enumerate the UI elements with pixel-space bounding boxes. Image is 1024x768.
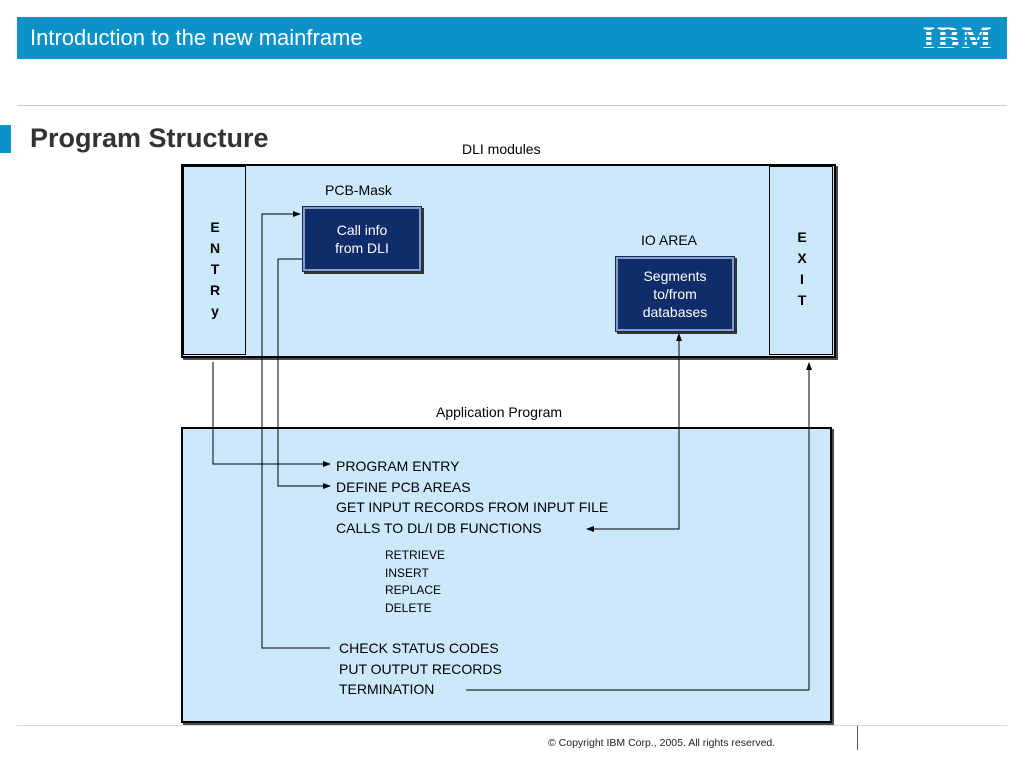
step-termination: TERMINATION — [339, 681, 435, 697]
entry-column: E N T R y — [183, 166, 246, 355]
step-get-input-records: GET INPUT RECORDS FROM INPUT FILE — [336, 499, 609, 515]
entry-letter: R — [209, 282, 221, 298]
bottom-divider — [17, 725, 1007, 726]
step-put-output-records: PUT OUTPUT RECORDS — [339, 660, 502, 677]
pcb-mask-label: PCB-Mask — [325, 182, 392, 198]
exit-letter: X — [797, 250, 807, 266]
page-title: Program Structure — [30, 123, 269, 153]
db-function-replace: REPLACE — [385, 583, 442, 597]
steps-group-1: PROGRAM ENTRY DEFINE PCB AREAS GET INPUT… — [336, 456, 608, 538]
exit-letter: I — [800, 271, 804, 287]
ibm-logo: IBM — [922, 22, 993, 55]
exit-column: E X I T — [769, 166, 833, 355]
segments-box: Segments to/from databases — [616, 257, 734, 331]
db-function-insert: INSERT — [385, 565, 429, 580]
pcb-mask-to-define-pcb-line — [277, 258, 331, 489]
entry-letter: y — [211, 303, 219, 319]
call-info-box: Call info from DLI — [303, 207, 421, 271]
entry-letter: T — [210, 261, 220, 277]
termination-to-exit-line — [466, 362, 812, 691]
calls-to-io-area-line — [586, 334, 680, 532]
copyright-text: © Copyright IBM Corp., 2005. All rights … — [548, 737, 776, 749]
application-program-box — [181, 427, 832, 723]
entry-to-program-entry-line — [212, 362, 331, 467]
check-status-to-call-info-line — [261, 211, 330, 649]
entry-letter: N — [209, 240, 221, 256]
entry-letters: E N T R y — [205, 217, 225, 322]
header-bar: Introduction to the new mainframe IBM — [17, 17, 1007, 59]
entry-letter: E — [210, 219, 220, 235]
dli-modules-label: DLI modules — [462, 141, 541, 157]
db-function-retrieve: RETRIEVE — [385, 548, 446, 562]
exit-letters: E X I T — [792, 227, 812, 311]
segments-text: Segments to/from databases — [642, 268, 708, 320]
db-function-list: RETRIEVE INSERT REPLACE DELETE — [385, 547, 445, 617]
exit-letter: E — [797, 229, 807, 245]
step-define-pcb-areas: DEFINE PCB AREAS — [336, 478, 471, 495]
step-check-status-codes: CHECK STATUS CODES — [339, 640, 499, 656]
step-program-entry: PROGRAM ENTRY — [336, 458, 460, 474]
header-title: Introduction to the new mainframe — [30, 25, 363, 50]
call-info-text: Call info from DLI — [335, 222, 389, 256]
application-program-label: Application Program — [436, 404, 563, 420]
step-calls-to-dli: CALLS TO DL/I DB FUNCTIONS — [336, 519, 542, 536]
db-function-delete: DELETE — [385, 600, 432, 615]
title-accent — [0, 125, 11, 153]
io-area-label: IO AREA — [641, 232, 698, 248]
steps-group-2: CHECK STATUS CODES PUT OUTPUT RECORDS TE… — [339, 638, 502, 700]
footer-tick — [857, 726, 858, 750]
exit-letter: T — [797, 292, 807, 308]
top-divider — [17, 105, 1007, 106]
